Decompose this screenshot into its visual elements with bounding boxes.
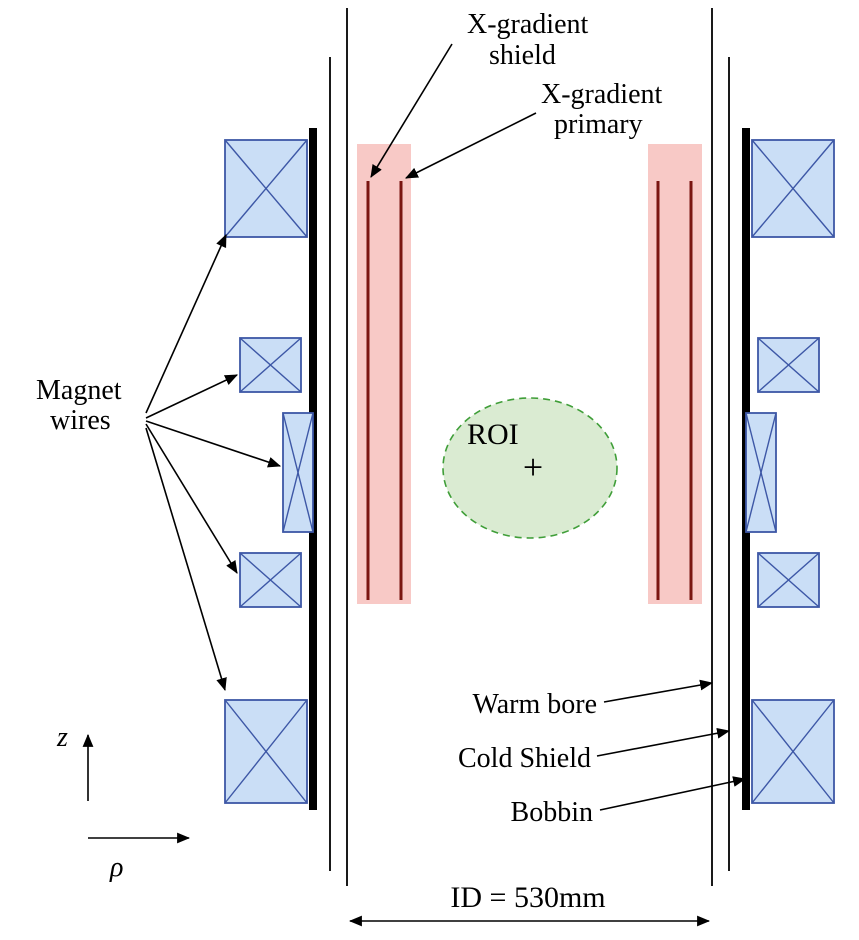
magnet-coil bbox=[224, 139, 308, 238]
magnet-coil bbox=[282, 412, 314, 533]
warm-bore-label: Warm bore bbox=[473, 689, 597, 720]
magnet-coil bbox=[751, 699, 835, 804]
bore-annotations: Warm bore Cold Shield Bobbin bbox=[458, 679, 747, 828]
magnet-coil bbox=[239, 552, 302, 608]
cold-shield-label: Cold Shield bbox=[458, 743, 591, 774]
roi-label: ROI bbox=[467, 418, 519, 451]
magnet-coil bbox=[757, 552, 820, 608]
x-gradient-shield-arrow bbox=[370, 43, 453, 178]
bobbin-label: Bobbin bbox=[511, 797, 593, 828]
x-gradient-primary-arrow bbox=[405, 112, 537, 179]
rho-axis-label: ρ bbox=[109, 852, 123, 883]
magnet-wires-arrow-1 bbox=[145, 234, 227, 414]
bobbin-arrow bbox=[599, 776, 747, 811]
x-gradient-shield-label-line1: X-gradient bbox=[467, 9, 589, 40]
magnet-wires-arrow-4 bbox=[145, 423, 238, 574]
magnet-wires-label-line1: Magnet bbox=[36, 375, 122, 406]
magnet-coil bbox=[751, 139, 835, 238]
roi-center-marker: + bbox=[523, 447, 543, 487]
x-gradient-shield-label-line2: shield bbox=[489, 40, 556, 71]
magnet-coils-right bbox=[745, 139, 835, 804]
x-gradient-region-right bbox=[648, 144, 702, 604]
magnet-wires-label-line2: wires bbox=[50, 405, 111, 436]
inner-diameter-dimension: ID = 530mm bbox=[348, 881, 711, 927]
roi-ellipse bbox=[442, 397, 618, 539]
magnet-coil bbox=[224, 699, 308, 804]
magnet-coil bbox=[745, 412, 777, 533]
magnet-coils-left bbox=[224, 139, 314, 804]
magnet-coil bbox=[757, 337, 820, 393]
roi-region: ROI + bbox=[442, 397, 618, 539]
gradient-region-left bbox=[357, 144, 411, 604]
z-axis-label: z bbox=[56, 722, 68, 753]
cold-shield-arrow bbox=[596, 727, 731, 757]
magnet-wires-arrow-3 bbox=[145, 420, 282, 468]
warm-bore-arrow bbox=[603, 679, 714, 703]
gradient-region-right bbox=[648, 144, 702, 604]
coordinate-axes: z ρ bbox=[56, 722, 191, 883]
x-gradient-region-left bbox=[357, 144, 411, 604]
magnet-wires-arrow-5 bbox=[145, 427, 227, 692]
magnet-wires-annotation: Magnet wires bbox=[36, 234, 282, 692]
x-gradient-primary-label-line1: X-gradient bbox=[541, 79, 663, 110]
x-gradient-primary-label-line2: primary bbox=[554, 109, 643, 140]
inner-diameter-label: ID = 530mm bbox=[450, 881, 605, 914]
gradient-annotations: X-gradient shield X-gradient primary bbox=[370, 9, 663, 179]
magnet-wires-arrow-2 bbox=[145, 374, 238, 419]
magnet-coil bbox=[239, 337, 302, 393]
